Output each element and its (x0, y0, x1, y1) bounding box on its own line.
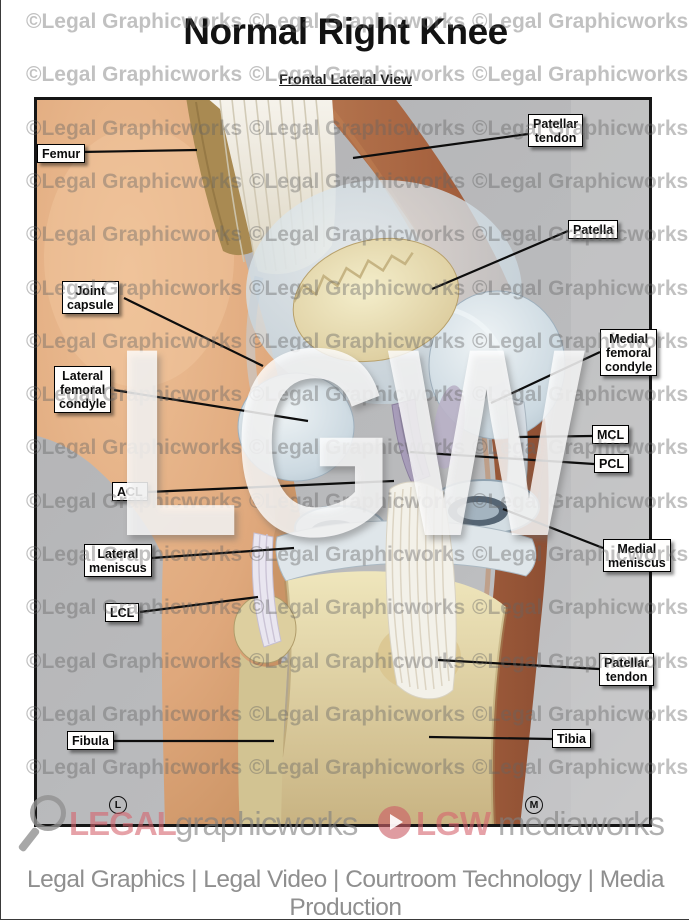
femur-bone (186, 97, 263, 256)
label-lcl: LCL (105, 603, 140, 623)
brand-legal: LEGAL (69, 805, 177, 842)
orientation-marker-lateral: L (109, 796, 127, 814)
label-patella: Patella (568, 220, 619, 240)
label-lateral-meniscus: Lateral meniscus (84, 544, 152, 578)
label-acl: ACL (112, 482, 148, 502)
knee-illustration (34, 97, 652, 827)
label-mcl: MCL (592, 425, 630, 445)
label-patellar-tendon-top: Patellar tendon (528, 114, 584, 148)
label-femur: Femur (37, 144, 86, 164)
brand-lgw: LGW (416, 805, 491, 842)
lcl-shape (251, 532, 282, 648)
patella-bone (292, 237, 460, 363)
label-joint-capsule: Joint capsule (62, 281, 119, 315)
brand-mediaworks: mediaworks (498, 805, 665, 842)
label-medial-femoral-condyle: Medial femoral condyle (600, 329, 658, 377)
label-lateral-femoral-condyle: Lateral femoral condyle (54, 366, 112, 414)
play-icon-triangle (390, 814, 403, 830)
label-pcl: PCL (594, 454, 629, 474)
pcl-shape (433, 385, 465, 469)
acl-shape (391, 398, 431, 484)
medial-meniscus-shape (428, 479, 540, 535)
lateral-femoral-condyle-shape (237, 372, 355, 482)
brand-graphicworks: graphicworks (175, 805, 358, 842)
view-subtitle: Frontal Lateral View (279, 71, 412, 87)
figure-border (34, 97, 652, 827)
play-icon (378, 806, 411, 839)
footer-tagline: Legal Graphics | Legal Video | Courtroom… (27, 866, 664, 920)
orientation-marker-medial: M (525, 796, 543, 814)
magnifier-icon (30, 795, 66, 831)
label-patellar-tendon-bottom: Patellar tendon (599, 653, 655, 687)
page-title: Normal Right Knee (183, 11, 508, 52)
label-medial-meniscus: Medial meniscus (603, 539, 671, 573)
patellar-tendon-shape (385, 481, 457, 700)
label-tibia: Tibia (552, 729, 591, 749)
label-fibula: Fibula (67, 731, 114, 751)
